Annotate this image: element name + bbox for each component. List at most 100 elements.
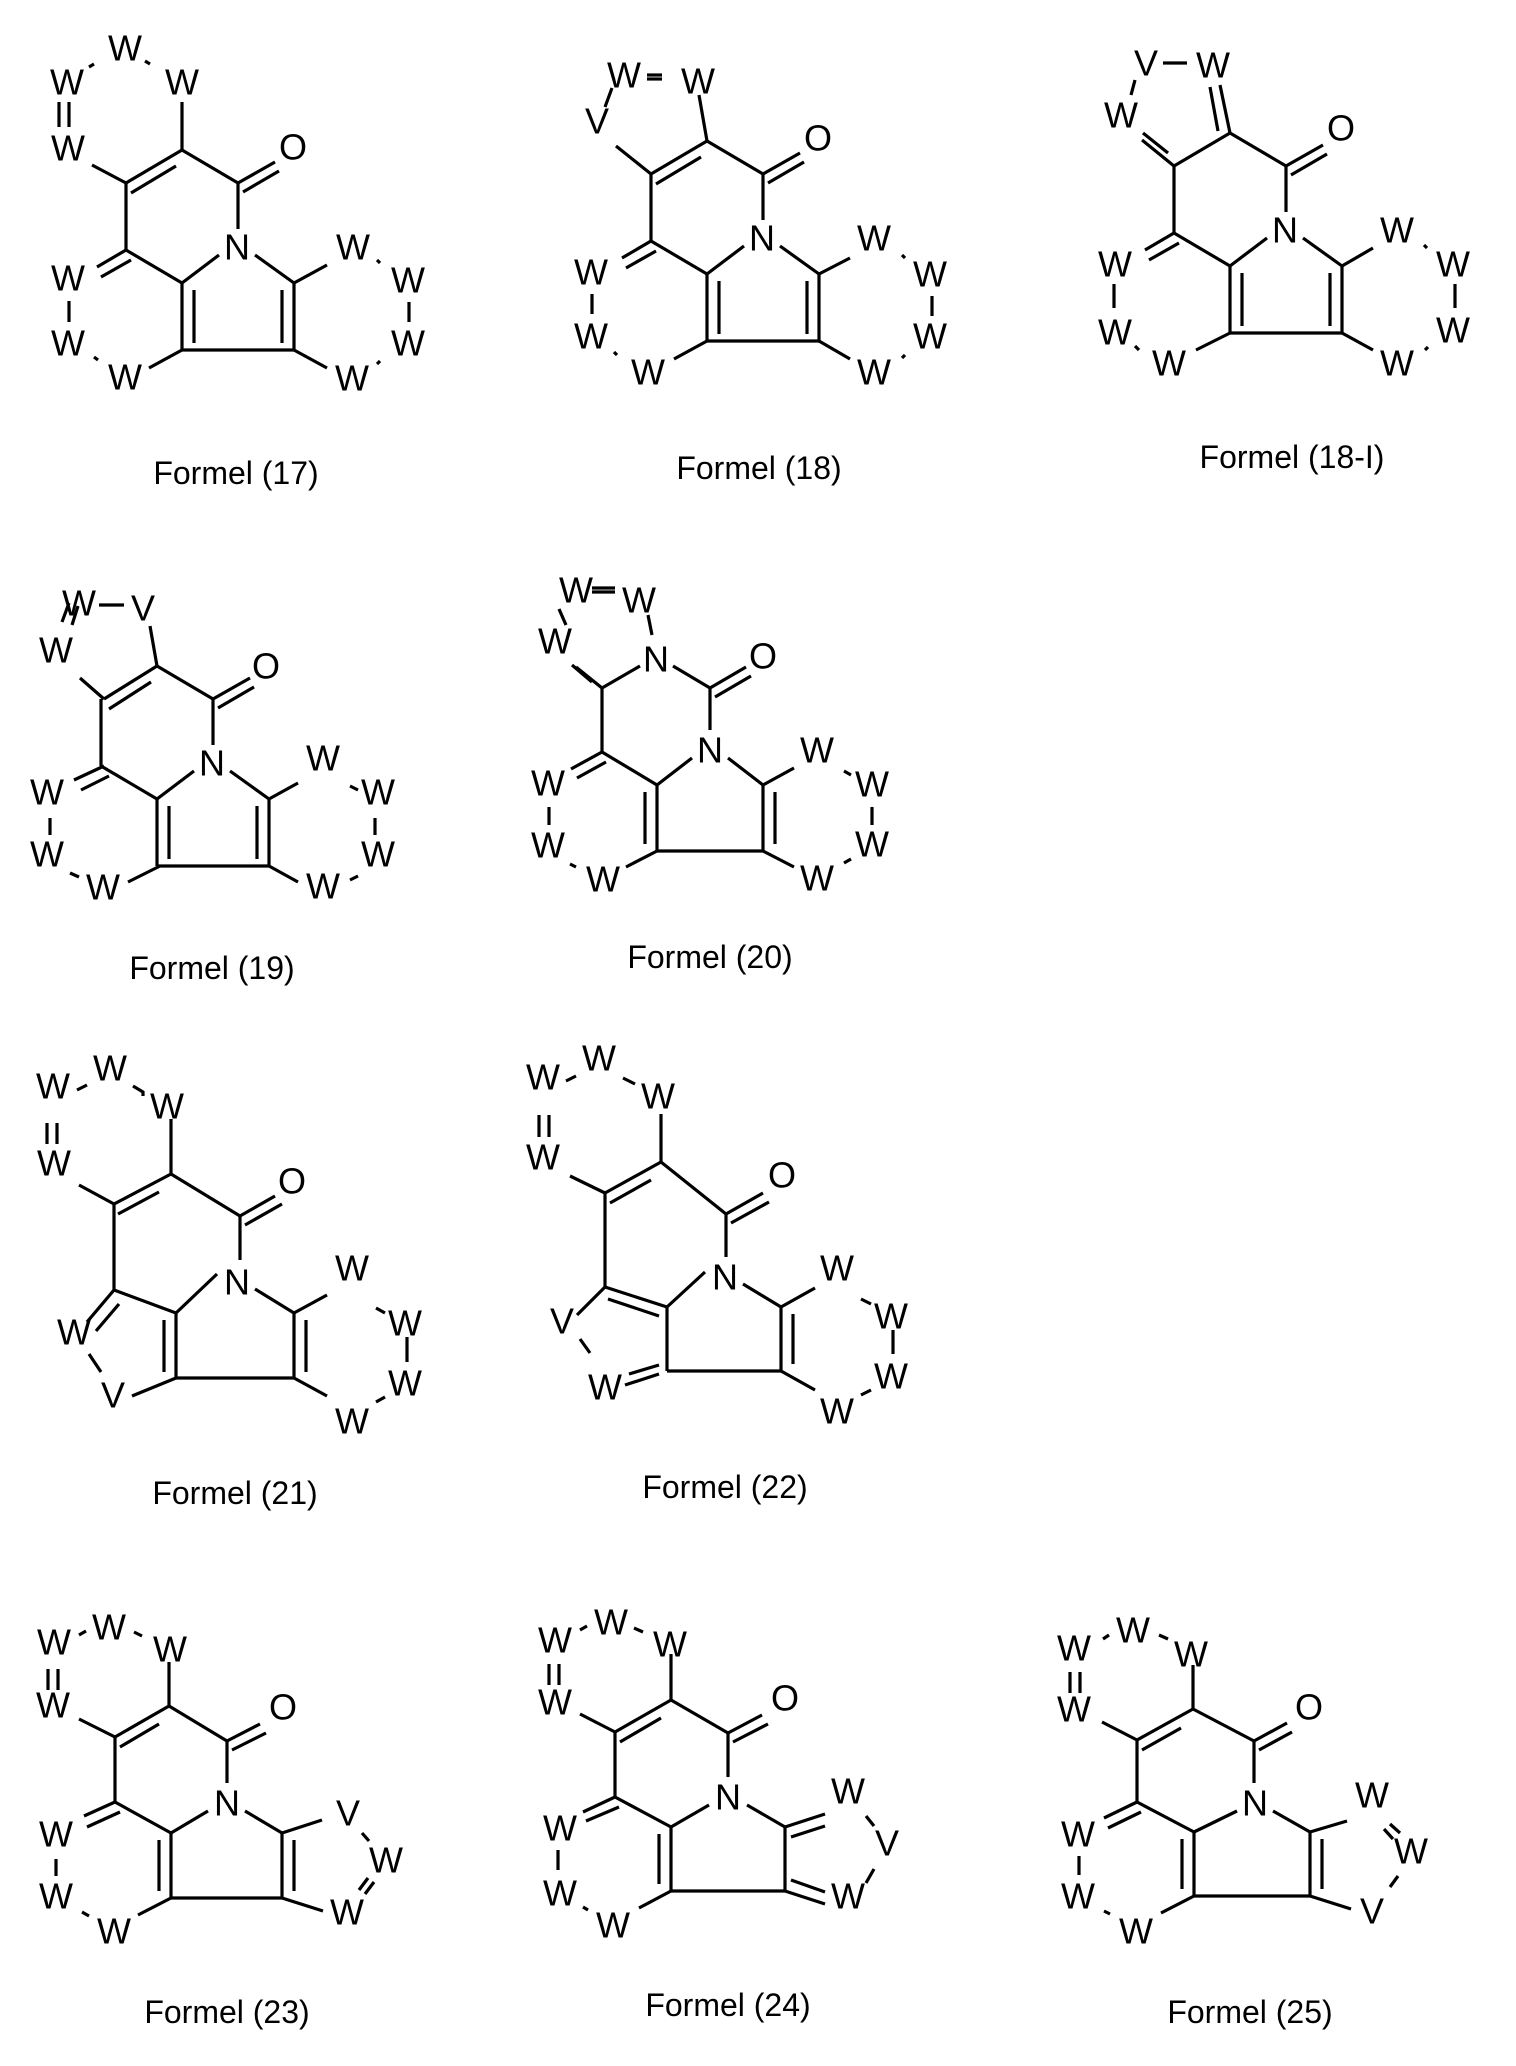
bond-line — [1140, 138, 1176, 168]
bond-line — [1422, 243, 1429, 250]
bond-line — [614, 1795, 672, 1829]
atom-label-o: O — [279, 127, 307, 168]
bond-line — [1158, 1633, 1169, 1641]
bond-line — [94, 1302, 121, 1333]
bond-line — [70, 605, 80, 626]
atom-label-w: W — [857, 218, 891, 259]
bond-line — [746, 1803, 786, 1829]
bond-line — [254, 253, 295, 285]
bond-line — [137, 1896, 172, 1917]
bond-line — [1133, 344, 1141, 352]
bond-line — [860, 1297, 872, 1306]
bond-line — [601, 750, 658, 787]
bond-line — [174, 1272, 219, 1315]
bond-line — [585, 1805, 620, 1823]
atom-label-w: W — [36, 1685, 70, 1726]
atom-label-w: W — [361, 834, 395, 875]
bond-line — [843, 769, 852, 777]
bond-line — [78, 1629, 87, 1637]
bond-line — [1272, 1809, 1311, 1834]
bond-line — [168, 1704, 228, 1743]
bond-line — [125, 248, 183, 285]
bond-line — [1141, 1726, 1182, 1752]
bond-line — [670, 1698, 729, 1735]
atom-label-w: W — [913, 254, 947, 295]
atom-label-w: W — [1394, 1831, 1428, 1872]
bond-line — [357, 1877, 370, 1891]
bond-line — [650, 139, 708, 176]
bond-line — [578, 1338, 592, 1354]
bond-line — [1102, 1633, 1110, 1641]
atom-label-w: W — [641, 1076, 675, 1117]
atom-label-v: V — [131, 588, 155, 629]
formula-caption: Formel (21) — [152, 1475, 317, 1511]
atom-label-w: W — [855, 764, 889, 805]
bond-line — [1290, 152, 1328, 177]
bond-line — [293, 1293, 328, 1315]
bond-line — [633, 1626, 644, 1634]
atom-label-v: V — [1360, 1891, 1384, 1932]
atom-label-w: W — [39, 630, 73, 671]
atom-label-v: V — [550, 1301, 574, 1342]
atom-label-w: W — [831, 1771, 865, 1812]
bond-line — [133, 1630, 143, 1638]
bond-line — [80, 774, 110, 792]
bond-line — [900, 253, 907, 260]
bond-line — [156, 769, 195, 801]
bond-line — [864, 1815, 876, 1827]
bond-line — [1136, 1800, 1195, 1834]
bond-line — [1103, 1909, 1111, 1916]
bond-line — [1103, 1800, 1138, 1820]
bond-line — [125, 148, 183, 185]
formula-caption: Formel (22) — [642, 1469, 807, 1505]
atom-label-w: W — [1436, 310, 1470, 351]
atom-label-w: W — [1057, 1628, 1091, 1669]
atom-label-w: W — [820, 1248, 854, 1289]
atom-label-v: V — [585, 101, 609, 142]
bond-line — [1193, 1809, 1238, 1834]
atom-label-w: W — [51, 128, 85, 169]
bond-line — [790, 1824, 826, 1839]
bond-line — [156, 664, 214, 701]
bond-line — [85, 1288, 116, 1324]
atom-label-w: W — [36, 1066, 70, 1107]
bond-line — [127, 864, 161, 884]
atom-label-w: W — [369, 1840, 403, 1881]
atom-label-w: W — [97, 1911, 131, 1952]
bond-line — [1229, 131, 1287, 168]
atom-label-w: W — [586, 859, 620, 900]
atom-label-w: W — [538, 1620, 572, 1661]
bond-line — [818, 256, 851, 276]
bond-line — [76, 1083, 88, 1092]
bond-line — [624, 1372, 660, 1387]
bond-line — [615, 144, 652, 176]
atom-label-w: W — [336, 227, 370, 268]
atom-label-w: W — [653, 1624, 687, 1665]
bond-line — [638, 1889, 672, 1910]
atom-label-n: N — [643, 639, 669, 680]
bond-line — [779, 244, 820, 276]
bond-line — [113, 1288, 177, 1315]
bond-line — [625, 249, 657, 270]
formula-caption: Formel (19) — [129, 950, 294, 986]
bond-line — [231, 1731, 267, 1752]
bond-line — [673, 339, 708, 361]
bond-line — [1302, 236, 1343, 268]
bond-line — [767, 160, 805, 185]
bond-line — [1173, 131, 1231, 168]
atom-label-w: W — [391, 260, 425, 301]
bond-line — [281, 1896, 324, 1913]
atom-label-w: W — [150, 1086, 184, 1127]
bond-line — [91, 163, 127, 185]
bond-line — [609, 1178, 652, 1205]
atom-label-w: W — [335, 1401, 369, 1442]
atom-label-w: W — [62, 583, 96, 624]
bond-line — [1423, 345, 1430, 352]
atom-label-o: O — [771, 1678, 799, 1719]
